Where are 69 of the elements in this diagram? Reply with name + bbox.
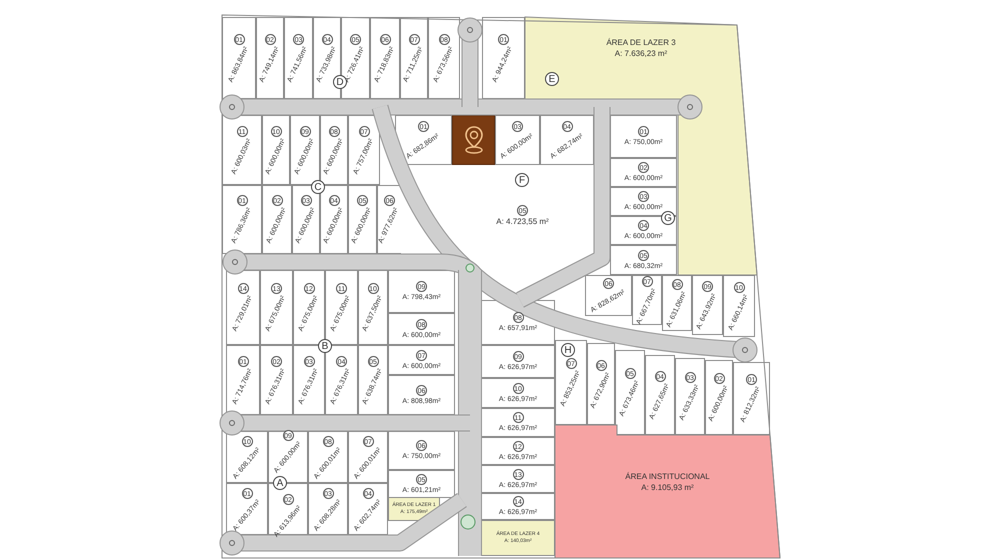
- land-lot: [615, 350, 645, 435]
- land-lot: [610, 187, 677, 216]
- area-name: ÁREA DE LAZER 3: [606, 39, 676, 48]
- land-lot: [481, 345, 555, 378]
- land-lot: [308, 483, 348, 535]
- land-lot: [723, 275, 755, 337]
- land-lot: [222, 17, 256, 99]
- area-size-text: A: 7.636,23 m²: [614, 50, 668, 59]
- land-lot: [358, 270, 388, 345]
- land-lot: [222, 185, 262, 254]
- land-lot: [348, 115, 380, 185]
- land-lot: [292, 185, 320, 254]
- land-lot: [320, 115, 348, 185]
- land-lot: [260, 270, 293, 345]
- land-lot: [610, 158, 677, 187]
- land-lot: [481, 437, 555, 465]
- land-lot: [348, 431, 388, 483]
- lot-area-text: A: 4.723,55 m²: [496, 218, 549, 227]
- land-lot: [320, 185, 348, 254]
- land-lot: [290, 115, 320, 185]
- land-lot: [555, 340, 587, 425]
- land-lot: [348, 185, 377, 254]
- land-lot: [481, 465, 555, 493]
- land-lot: [226, 270, 260, 345]
- land-lot: [481, 408, 555, 437]
- land-lot: [481, 493, 555, 520]
- land-lot: [222, 115, 262, 185]
- land-lot: [388, 431, 455, 470]
- area-name: ÁREA INSTITUCIONAL: [625, 472, 710, 482]
- land-lot: [226, 431, 268, 483]
- land-lot: [662, 275, 692, 331]
- land-lot: [632, 275, 662, 325]
- land-lot: [370, 17, 400, 99]
- land-lot: [358, 345, 388, 415]
- land-lot: [610, 115, 677, 158]
- land-lot: [308, 431, 348, 483]
- land-lot: [400, 17, 428, 99]
- land-lot: [540, 115, 594, 165]
- land-lot: [262, 115, 290, 185]
- land-lot: [388, 270, 455, 313]
- land-lot: [692, 275, 723, 335]
- land-lot: [260, 345, 293, 415]
- land-lot: [587, 343, 615, 425]
- land-lot: [610, 245, 677, 275]
- land-lot: [585, 275, 632, 316]
- land-lot: [610, 216, 677, 245]
- land-lot: [481, 378, 555, 408]
- land-lot: [226, 483, 268, 535]
- land-lot: [377, 185, 401, 254]
- land-lot: [256, 17, 284, 99]
- land-lot: [388, 313, 455, 345]
- land-lot: [428, 17, 460, 99]
- land-lot: [645, 355, 675, 435]
- land-lot: [705, 360, 733, 435]
- land-lot: [733, 362, 770, 435]
- land-lot: [675, 358, 705, 435]
- institutional-area: [555, 425, 780, 558]
- land-lot: [388, 345, 455, 375]
- land-lot: [226, 345, 260, 415]
- land-lot: [388, 470, 455, 498]
- area-size-text: A: 9.105,93 m²: [641, 484, 694, 492]
- land-lot: [284, 17, 313, 99]
- land-lot: [348, 483, 388, 535]
- leisure-area: [481, 520, 555, 556]
- land-lot: [262, 185, 292, 254]
- land-lot: [495, 115, 540, 165]
- highlighted-lot: [452, 115, 495, 165]
- land-lot: [482, 17, 525, 99]
- land-lot: [388, 375, 455, 415]
